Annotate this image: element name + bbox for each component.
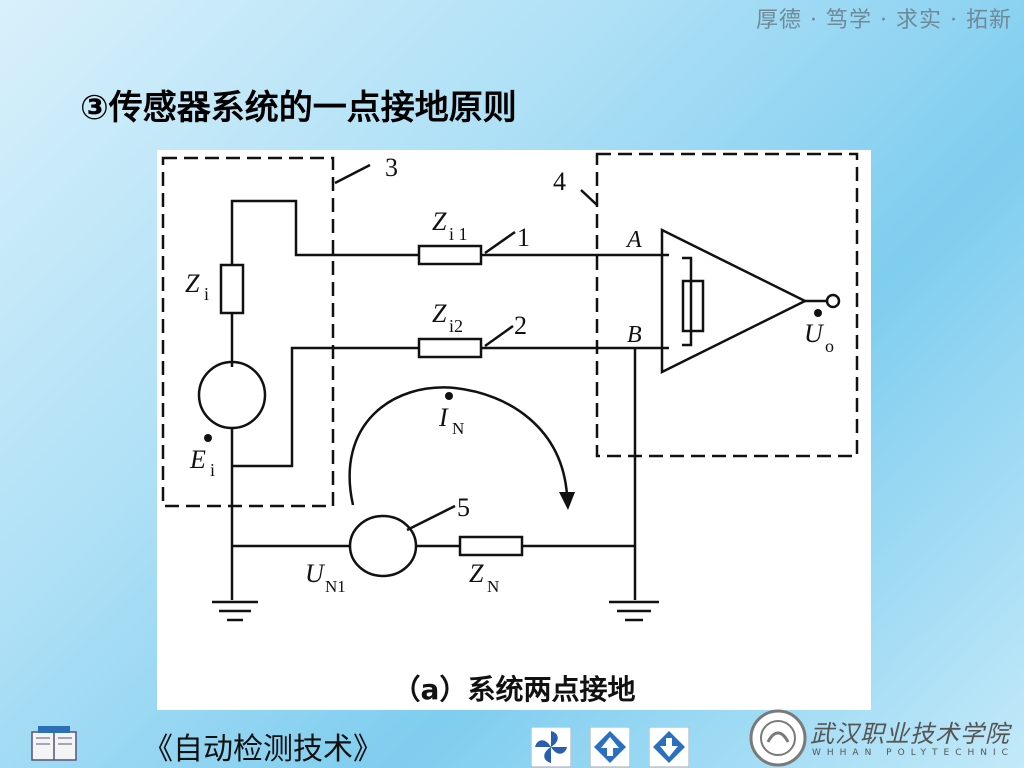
circuit-figure: 3 4 1 2 5 Z i Z i 1 Z i2 E i A B U o I N… [157, 150, 871, 710]
label-un1-sub: N1 [325, 577, 346, 596]
label-uo-sub: o [825, 336, 834, 356]
label-uo: U [804, 319, 825, 348]
amplifier-box-4 [595, 152, 859, 458]
label-4: 4 [553, 167, 566, 196]
label-zi2: Z [432, 299, 447, 328]
label-zi: Z [185, 269, 200, 298]
input-impedance [681, 279, 705, 333]
label-ei: E [189, 445, 206, 474]
current-arrow-arc [348, 386, 569, 506]
school-motto: 厚德 · 笃学 · 求实 · 拓新 [756, 8, 1012, 33]
label-un1: U [305, 559, 326, 588]
resistor-zi2 [417, 337, 483, 359]
label-3: 3 [385, 153, 398, 182]
sensor-box-3 [161, 156, 335, 508]
label-zn-sub: N [487, 577, 499, 596]
noise-source-un1 [348, 514, 418, 578]
school-emblem-icon [749, 709, 807, 767]
input-impedance-bracket [682, 256, 693, 347]
slide-title: ③传感器系统的一点接地原则 [80, 88, 517, 128]
label-zi-sub: i [204, 284, 209, 304]
output-terminal [825, 293, 841, 309]
label-b: B [627, 322, 642, 348]
voltage-source-ei [197, 360, 267, 430]
home-pinwheel-icon[interactable] [531, 727, 571, 767]
wire-sensor-bottom [232, 346, 419, 468]
resistor-zi1 [417, 244, 483, 266]
wire-sensor-top [230, 199, 419, 265]
circuit-diagram: 3 4 1 2 5 Z i Z i 1 Z i2 E i A B U o I N… [161, 152, 859, 622]
figure-caption: （a）系统两点接地 [392, 673, 636, 706]
label-in-sub: N [452, 419, 464, 438]
label-zi1: Z [432, 207, 447, 236]
course-title: 《自动检测技术》 [143, 732, 383, 767]
label-zi1-sub: i 1 [449, 224, 468, 244]
label-zn: Z [469, 559, 484, 588]
label-1: 1 [517, 223, 530, 252]
label-2: 2 [514, 311, 527, 340]
label-ei-sub: i [210, 460, 215, 480]
resistor-zn [458, 535, 524, 557]
label-a: A [625, 227, 642, 253]
label-5: 5 [457, 493, 470, 522]
previous-arrow-icon[interactable] [590, 727, 630, 767]
school-name: 武汉职业技术学院 [810, 720, 1010, 748]
amplifier-triangle [660, 227, 808, 375]
label-in: I [438, 403, 449, 432]
label-zi2-sub: i2 [449, 316, 463, 336]
school-name-english: WHHAN POLYTECHNIC [812, 748, 1014, 758]
arrow-head [559, 492, 575, 510]
book-icon [31, 726, 77, 761]
school-logo-block: 武汉职业技术学院 WHHAN POLYTECHNIC [748, 708, 1024, 768]
resistor-zi [219, 263, 245, 315]
next-arrow-icon[interactable] [649, 727, 689, 767]
